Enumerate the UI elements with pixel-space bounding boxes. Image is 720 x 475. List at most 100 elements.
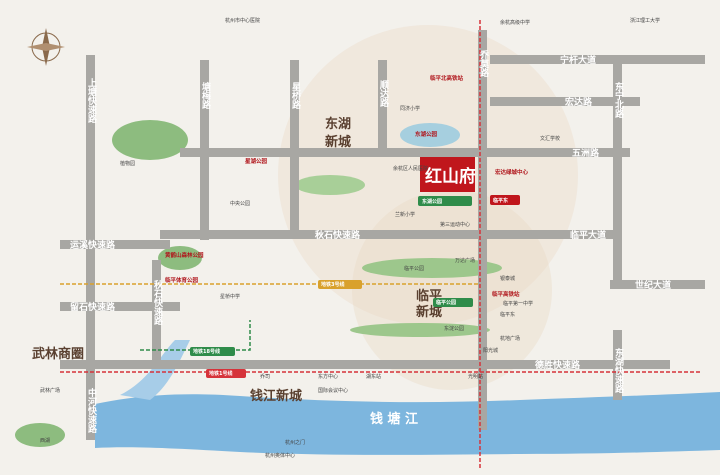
radius-circle-linping (352, 190, 552, 390)
river-branch (120, 340, 190, 400)
road-chaoda (378, 60, 387, 150)
poi-qiaosi: 乔司 (260, 373, 270, 380)
poi-yintai: 银泰城 (500, 275, 515, 282)
poi-linping-park: 临平公园 (404, 265, 424, 272)
district-linping-2: 新城 (416, 304, 442, 320)
poi-wuyue: 杭州奥体中心 (265, 452, 295, 459)
label-yunxi: 运溪快速路 (70, 239, 116, 251)
poi-labels: 临平北高铁站 余杭区人民医院 星湖公园 东湖公园 宏达绿城中心 临平公园 万达广… (40, 17, 660, 459)
poi-huanghe-park: 黄鹤山森林公园 (165, 251, 204, 259)
chip-line1-label: 地铁1号线 (209, 370, 232, 377)
chip-line18 (190, 347, 235, 356)
road-qiaoyou (478, 30, 487, 430)
label-linping-dadao: 临平大道 (570, 229, 606, 241)
park-donghu-west (295, 175, 365, 195)
poi-yuhang-center: 宏达绿城中心 (495, 168, 529, 176)
project-marker[interactable] (420, 157, 475, 192)
compass-icon (27, 28, 65, 66)
road-liushi (60, 302, 180, 311)
station-chips: 东湖公园 临平东 地铁18号线 地铁1号线 地铁3号线 临平公园 (190, 195, 520, 378)
label-tangmei: 塘梅路 (200, 81, 211, 110)
road-ningqiao (490, 55, 705, 64)
label-shiji: 世纪大道 (635, 279, 671, 291)
poi-xingqiao-school: 星桥中学 (220, 293, 240, 300)
label-ningqiao: 宁杆大道 (560, 54, 596, 66)
chip-donghu-park (418, 196, 472, 206)
label-wuzhou: 五洲路 (572, 147, 600, 159)
label-qiushi-v: 秋石快速路 (152, 279, 164, 326)
poi-lanxin: 兰新小学 (395, 211, 415, 218)
park-zhibao (112, 120, 188, 160)
poi-linping-school: 临平第一中学 (503, 300, 533, 307)
label-dongqiao: 东湖快速路 (613, 347, 624, 394)
label-qiaoyou: 乔莫路 (478, 49, 490, 78)
road-dongqiao (613, 330, 622, 400)
chip-line3 (318, 280, 362, 289)
road-yunxi (60, 240, 170, 249)
chip-line18-label: 地铁18号线 (193, 348, 220, 355)
road-linping-dadao (490, 230, 620, 239)
chip-donghu-park-label: 东湖公园 (422, 198, 442, 205)
road-shiji (610, 280, 705, 289)
road-shangtang (86, 55, 95, 440)
chip-line3-label: 地铁3号线 (321, 281, 344, 288)
poi-linping-north: 临平北高铁站 (430, 74, 464, 82)
road-desheng (60, 360, 670, 369)
poi-yuhang-school: 余杭高级中学 (500, 19, 530, 26)
label-chaoda: 顺达路 (378, 80, 389, 108)
poi-sanwen: 第三运动中心 (440, 221, 470, 228)
poi-zhibao: 植物园 (120, 160, 135, 167)
district-qianjiang: 钱江新城 (250, 388, 302, 404)
poi-hangdi: 杭地广场 (500, 335, 520, 342)
chip-wuzhou-label: 临平东 (493, 197, 508, 204)
qiantang-river (95, 392, 720, 455)
poi-dongfang-center: 东方中心 (318, 373, 338, 380)
park-linping (362, 258, 502, 278)
poi-shangyuan: 杭州市中心医院 (225, 17, 260, 24)
poi-tongji: 同济小学 (400, 105, 420, 112)
river-label: 钱 塘 江 (370, 411, 418, 427)
chip-wuzhou (490, 195, 520, 205)
roads (60, 55, 705, 369)
road-xingqiao (290, 60, 299, 230)
poi-guangming: 光明站 (468, 373, 483, 380)
label-qiushi: 秋石快速路 (314, 229, 361, 241)
label-hongda: 宏达路 (565, 96, 593, 108)
poi-hangzhou-gate: 杭州之门 (285, 439, 305, 446)
park-xihu (15, 423, 65, 447)
chip-line1 (206, 369, 246, 378)
poi-zhejiang-univ: 浙江理工大学 (630, 17, 660, 24)
metro-line18 (140, 320, 251, 351)
label-desheng: 德胜快速路 (535, 359, 581, 371)
poi-yangguang: 阳光城 (483, 347, 498, 354)
park-dongzhou (350, 323, 490, 337)
poi-dongzhou-park: 东淀公园 (444, 325, 464, 332)
poi-linping-park2: 临平体育公园 (165, 276, 199, 284)
poi-xihu: 西湖 (40, 437, 50, 444)
chip-linping-park-label: 临平公园 (436, 299, 456, 306)
poi-yuhang-renmin: 余杭区人民医院 (393, 165, 428, 172)
poi-wenhui: 文汇学校 (540, 135, 560, 142)
road-qiushi-v (152, 260, 161, 360)
label-xingqiao: 星桥路 (290, 82, 301, 110)
label-shangtang: 上塘快速路 (86, 77, 97, 124)
label-liushi: 留石快速路 (70, 301, 116, 313)
poi-wanda: 万达广场 (455, 257, 475, 264)
roads-vertical (86, 30, 622, 440)
road-tangmei (200, 60, 209, 240)
district-donghu-1: 东湖 (325, 116, 351, 132)
road-qiushi (160, 230, 610, 239)
road-dongning (613, 60, 622, 280)
project-name: 红山府 (425, 166, 476, 187)
poi-donghu-park: 东湖公园 (415, 130, 438, 138)
label-dongning: 东宁北路 (613, 81, 624, 119)
poi-linping-station: 临平高铁站 (492, 290, 520, 298)
district-wulin: 武林商圈 (32, 346, 84, 362)
metro-lines (60, 20, 700, 470)
park-huanghe (158, 246, 202, 270)
chip-linping-park (433, 298, 473, 307)
lake-donghu (400, 123, 460, 147)
poi-zhongyang: 中央公园 (230, 200, 250, 207)
